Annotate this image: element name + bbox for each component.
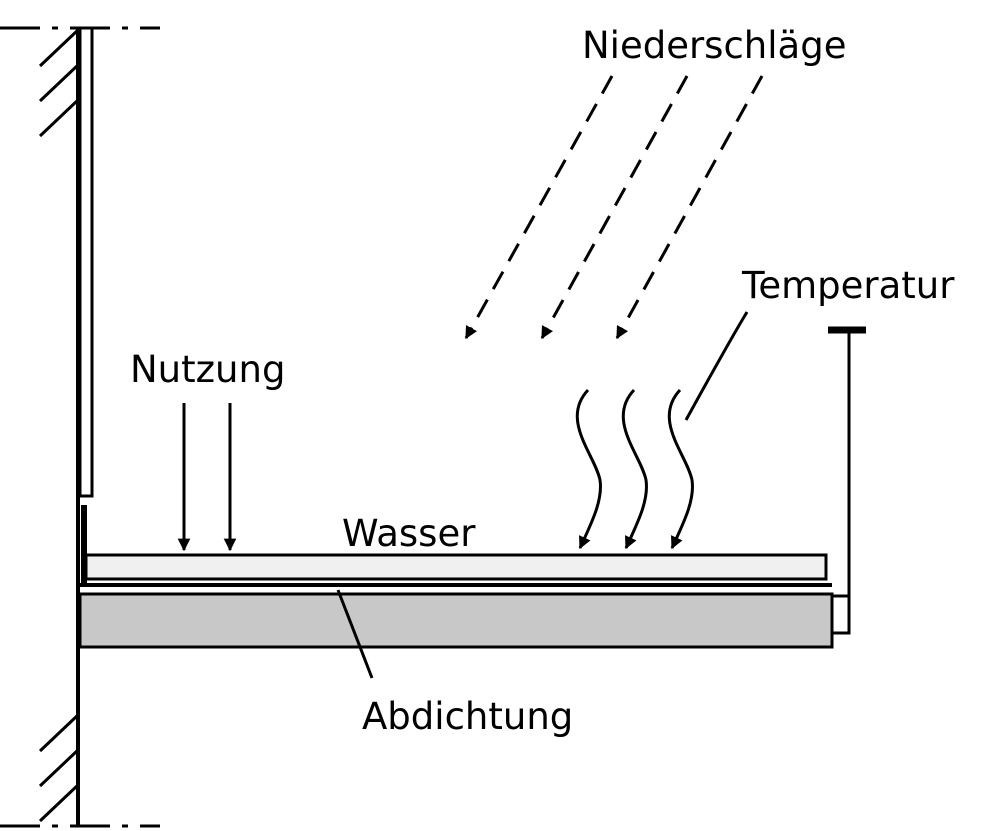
edge-profile: [832, 594, 851, 635]
wall-hatching-bottom: [38, 713, 80, 823]
temperature-arrow: [621, 388, 648, 550]
wall-upstand: [78, 26, 94, 498]
slab-layers: [78, 326, 866, 649]
label-temperatur: Temperatur: [741, 264, 955, 307]
label-niederschlaege: Niederschläge: [582, 24, 846, 67]
label-nutzung: Nutzung: [130, 348, 285, 391]
wall: [38, 26, 94, 826]
usage-arrows: [177, 403, 237, 552]
label-wasser: Wasser: [342, 512, 476, 555]
label-abdichtung: Abdichtung: [362, 695, 573, 738]
wall-hatching-top: [38, 28, 80, 138]
concrete-slab: [78, 592, 834, 649]
temperature-arrow: [575, 388, 602, 550]
temperature-arrows: [575, 311, 749, 550]
wasser-layer: [84, 553, 828, 581]
precipitation-arrow: [540, 75, 689, 340]
temperature-arrow: [667, 388, 694, 550]
precipitation-arrow: [615, 75, 764, 340]
temperatur-leader-line: [684, 311, 749, 421]
precipitation-arrow: [464, 75, 614, 340]
precipitation-arrows: [464, 75, 764, 340]
abdichtung-leader-line: [336, 589, 374, 679]
